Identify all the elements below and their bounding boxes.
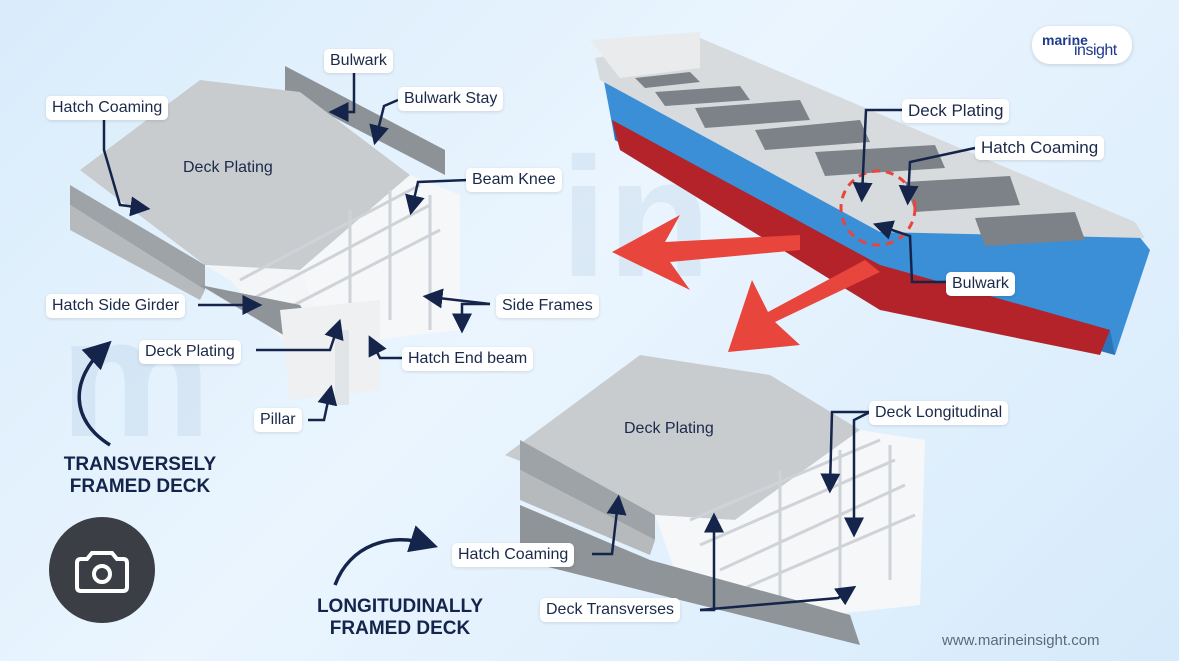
label-hatch-end-beam: Hatch End beam	[402, 347, 534, 371]
label-deck-plating-top: Deck Plating	[183, 159, 273, 176]
leader-lines	[77, 72, 976, 612]
label-deck-transverses: Deck Transverses	[540, 598, 681, 622]
google-lens-icon	[75, 551, 129, 593]
label-long-deck-plating: Deck Plating	[624, 420, 714, 437]
label-deck-longitudinal: Deck Longitudinal	[869, 401, 1009, 425]
logo-text-marine: marine	[1042, 32, 1088, 48]
ship-illustration	[590, 32, 1150, 355]
label-ship-deck-plating: Deck Plating	[902, 99, 1010, 123]
label-deck-plating: Deck Plating	[139, 340, 241, 364]
label-side-frames: Side Frames	[496, 294, 599, 318]
label-bulwark: Bulwark	[324, 49, 393, 73]
label-ship-hatch-coaming: Hatch Coaming	[975, 136, 1105, 160]
label-hatch-coaming: Hatch Coaming	[46, 96, 169, 120]
longitudinal-deck-structure	[505, 355, 925, 645]
label-long-hatch-coaming: Hatch Coaming	[452, 543, 575, 567]
label-bulwark-stay: Bulwark Stay	[398, 87, 504, 111]
label-beam-knee: Beam Knee	[466, 168, 562, 192]
logo-text-insight: insight	[1074, 42, 1117, 59]
label-ship-bulwark: Bulwark	[946, 272, 1015, 296]
label-hatch-side-girder: Hatch Side Girder	[46, 294, 186, 318]
label-pillar: Pillar	[254, 408, 302, 432]
marine-insight-logo: marine insight	[1032, 26, 1132, 64]
heading-longitudinally-framed-deck: LONGITUDINALLY FRAMED DECK	[316, 596, 484, 639]
google-lens-button[interactable]	[49, 517, 155, 623]
footer-url: www.marineinsight.com	[942, 632, 1100, 649]
red-arrows	[612, 215, 880, 352]
heading-transversely-framed-deck: TRANSVERSELY FRAMED DECK	[63, 454, 217, 497]
